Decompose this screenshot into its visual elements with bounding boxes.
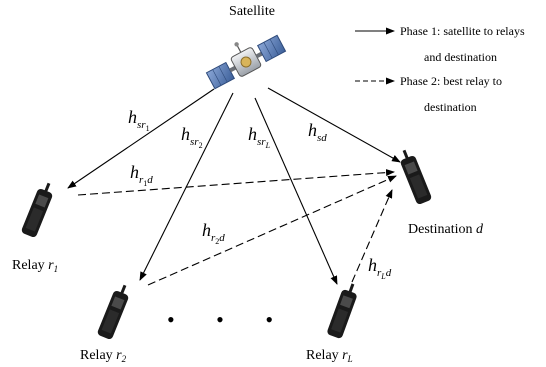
- relay-2-phone-icon: [97, 284, 129, 340]
- link-satellite-relay2: [139, 92, 234, 281]
- label-h-r2d: hr2d: [202, 220, 225, 246]
- legend-phase1-text-cont: and destination: [424, 50, 497, 64]
- label-h-srL: hsrL: [248, 124, 271, 150]
- destination-label: Destination d: [408, 222, 484, 237]
- relay-L-label: Relay rL: [306, 348, 353, 364]
- legend-phase1-text: Phase 1: satellite to relays: [400, 24, 525, 38]
- relay-2-label: Relay r2: [80, 348, 127, 364]
- label-h-r1d: hr1d: [130, 162, 153, 188]
- relay-L-phone-icon: [327, 283, 357, 339]
- link-relay2-destination: [147, 175, 397, 286]
- legend: Phase 1: satellite to relays and destina…: [355, 24, 525, 114]
- link-satellite-relayL: [254, 97, 338, 285]
- link-satellite-destination: [267, 87, 401, 163]
- label-h-rLd: hrLd: [368, 255, 392, 281]
- relay-ellipsis: • • •: [167, 307, 291, 332]
- destination-phone-icon: [400, 149, 432, 205]
- label-h-sr1: hsr1: [128, 107, 150, 133]
- link-relayL-destination: [351, 189, 393, 283]
- link-relay1-destination: [77, 169, 395, 196]
- relay-1-label: Relay r1: [12, 258, 58, 274]
- link-satellite-relay1: [67, 88, 215, 189]
- relay-1-phone-icon: [21, 182, 53, 238]
- phase1-links: [67, 87, 401, 285]
- satellite-label: Satellite: [229, 4, 275, 19]
- phase2-links: [77, 169, 397, 286]
- label-h-sr2: hsr2: [181, 124, 203, 150]
- label-h-sd: hsd: [308, 120, 327, 144]
- satellite-icon: [205, 34, 287, 90]
- legend-phase2-text-cont: destination: [424, 100, 477, 114]
- legend-phase2-text: Phase 2: best relay to: [400, 74, 502, 88]
